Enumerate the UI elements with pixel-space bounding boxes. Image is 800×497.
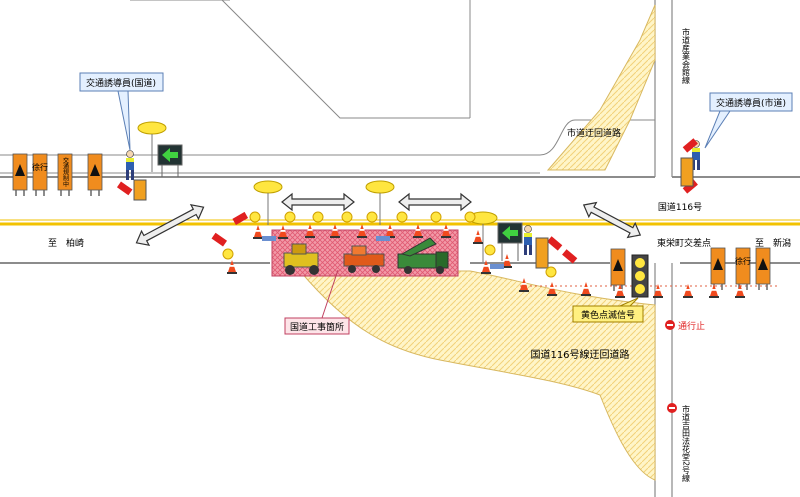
guard-national-label: 交通誘導員(国道) <box>86 77 156 89</box>
orange-sign-slow: 徐行 <box>32 153 48 197</box>
route116-detour-area <box>298 270 656 481</box>
guard-city-callout: 交通誘導員(市道) <box>704 92 793 149</box>
floodlight-icon <box>253 180 283 225</box>
city-road-top-label: 市道産業会館線 <box>682 27 691 84</box>
sign-text: 徐行 <box>735 256 751 266</box>
dump-truck-icon <box>397 237 449 274</box>
to-niigata-label: 至 新潟 <box>755 237 791 249</box>
floodlight-icon <box>137 121 167 172</box>
no-entry-icon <box>667 403 677 413</box>
paver-icon <box>343 245 385 273</box>
person-flagger-icon <box>125 150 135 181</box>
sign-text: 交通規制中 <box>62 156 69 188</box>
orange-sign-traffic-control: 交通規制中 <box>57 153 73 197</box>
intersection-label: 東栄町交差点 <box>657 237 711 249</box>
barricade-icon <box>116 138 698 264</box>
floodlight-icon <box>468 211 498 262</box>
arrow-board-icon <box>497 222 523 261</box>
national-route-label: 国道116号 <box>658 201 702 213</box>
sign-text: 徐行 <box>32 162 48 172</box>
city-detour-band <box>546 4 656 171</box>
construction-area-callout: 国道工事箇所 <box>284 269 350 335</box>
no-entry-label: 通行止 <box>678 320 705 332</box>
arrow-board-icon <box>157 144 183 177</box>
orange-sign-slow: 徐行 <box>735 247 751 291</box>
city-detour-label: 市道迂回道路 <box>567 127 621 139</box>
flashing-signal-callout: 黄色点滅信号 <box>572 297 644 323</box>
floodlight-icon <box>365 180 395 225</box>
orange-sign-construction <box>87 153 103 197</box>
orange-sign-construction <box>610 248 626 292</box>
guard-city-label: 交通誘導員(市道) <box>716 97 786 109</box>
double-arrow-icon <box>135 203 205 247</box>
double-arrow-icon <box>398 192 472 212</box>
double-arrow-icon <box>281 192 355 212</box>
orange-sign-construction <box>755 247 771 291</box>
traffic-signal-icon <box>631 254 649 298</box>
route116-detour-label: 国道116号線迂回道路 <box>530 348 629 361</box>
flashing-signal-label: 黄色点滅信号 <box>581 309 635 321</box>
orange-sign-construction <box>12 153 28 197</box>
light-box-icon <box>133 157 694 269</box>
signal-device-icon <box>262 236 504 269</box>
roller-icon <box>283 243 319 275</box>
no-entry-icon: 通行止 <box>665 320 705 332</box>
construction-area-label: 国道工事箇所 <box>290 321 344 333</box>
guard-national-callout: 交通誘導員(国道) <box>79 72 164 151</box>
double-arrow-icon <box>582 201 642 239</box>
orange-sign-construction <box>710 247 726 291</box>
to-kashiwazaki-label: 至 柏崎 <box>48 237 84 249</box>
city-road-bottom-label: 市道吉田法花堂2号線 <box>682 404 691 482</box>
